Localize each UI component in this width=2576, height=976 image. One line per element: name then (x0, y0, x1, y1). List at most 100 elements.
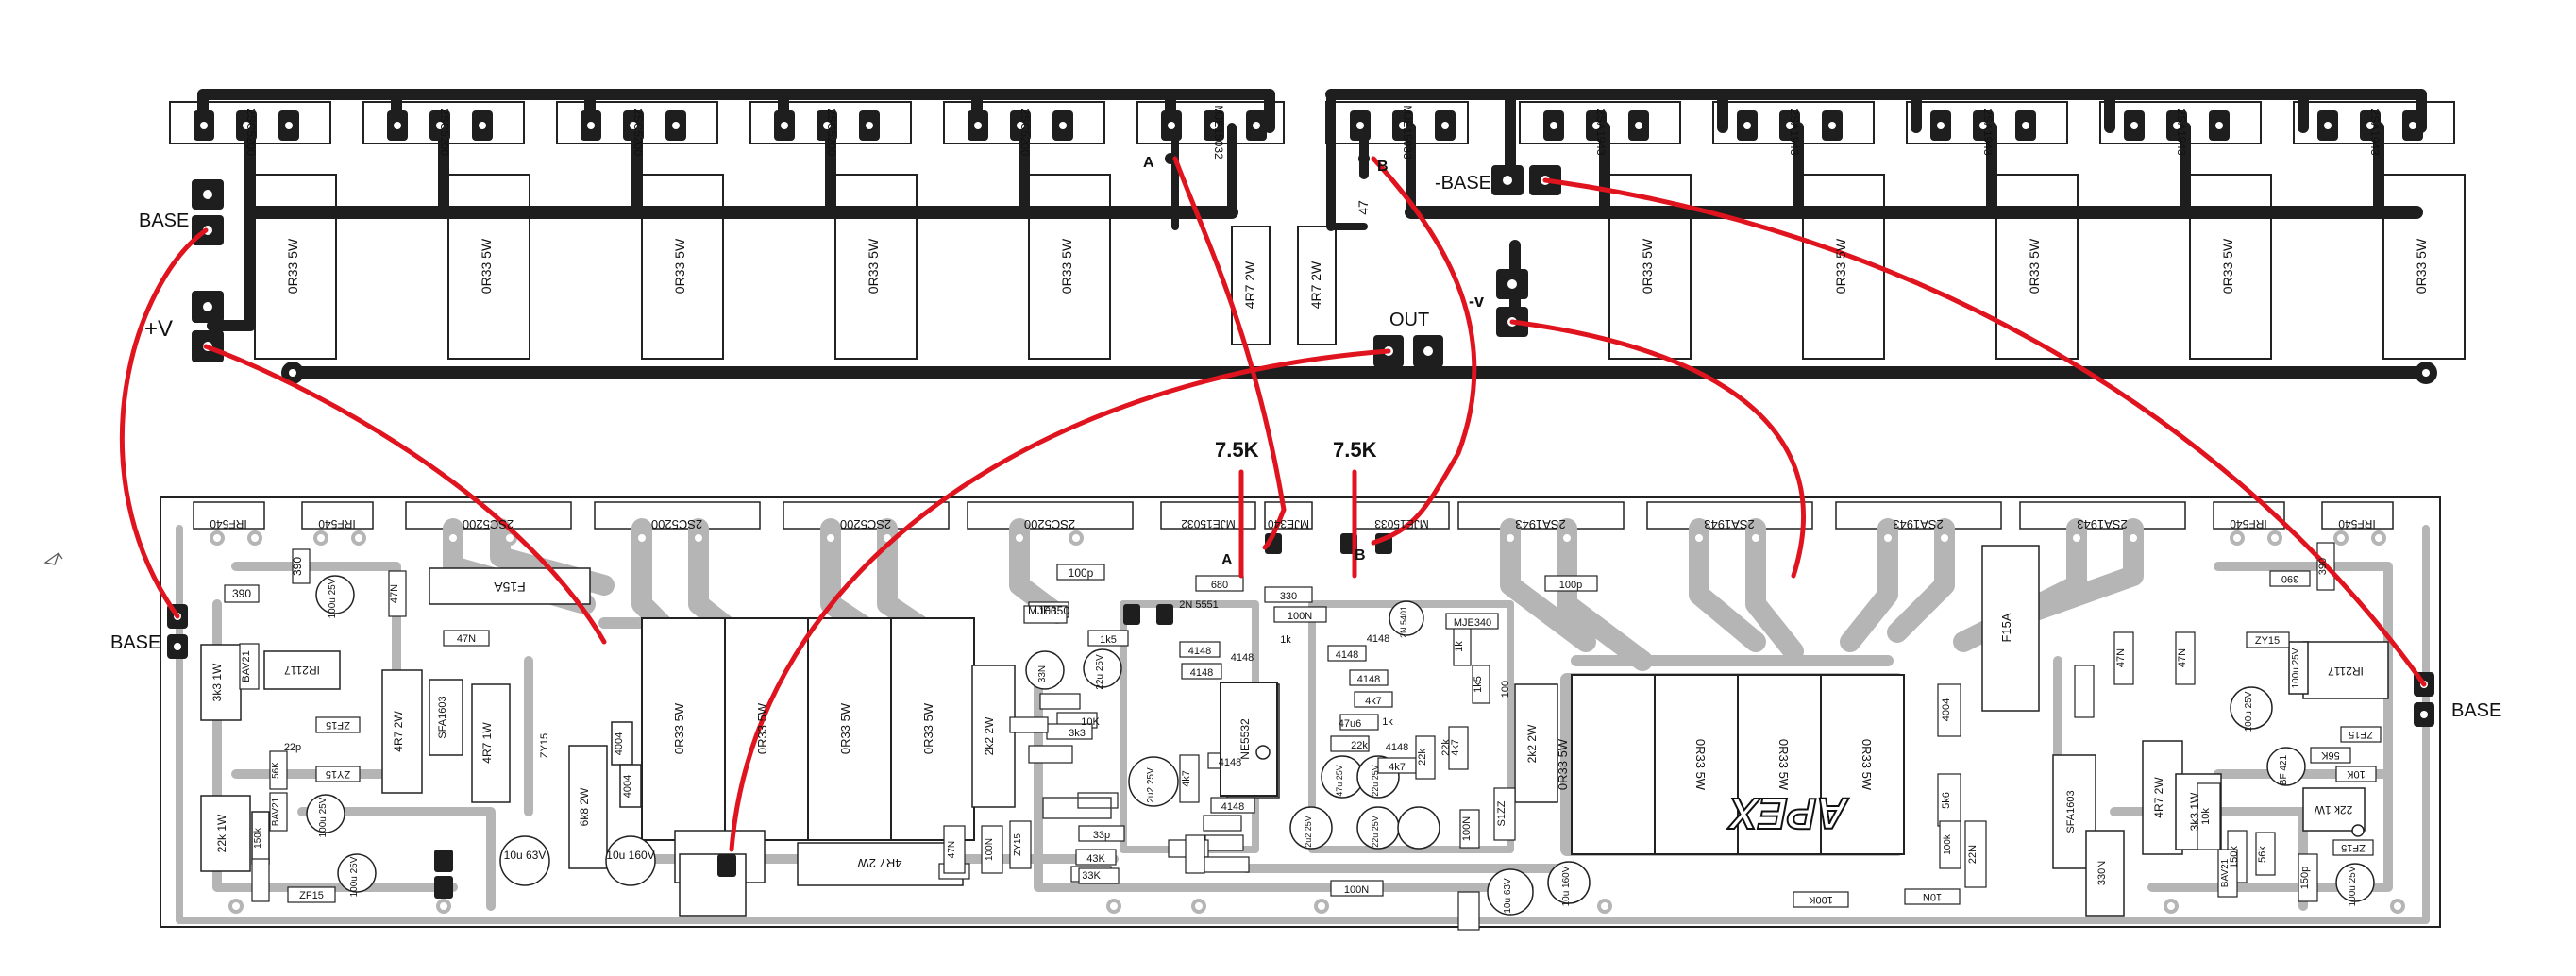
hs-resistor-3: 0R33 5W (672, 238, 687, 294)
mb-right-resistor-2: 0R33 5W (1776, 739, 1791, 791)
mb-comp-l-24: ZY15 (539, 733, 550, 758)
mb-comp-c-4: 1k5 (1100, 634, 1117, 646)
hs-small-resistor: 47 (1355, 200, 1371, 215)
hs-resistor-9: 0R33 5W (2220, 238, 2235, 294)
mb-comp-c-51: 100 (1500, 681, 1511, 698)
label-mb-b: B (1355, 547, 1366, 564)
mb-comp-l-15: 56K (271, 762, 281, 779)
hs-npn-2: 2SC5200 (438, 109, 451, 156)
mb-comp-c-44: 2u2 25V (1304, 816, 1313, 848)
mb-comp-c-52: 2k2 2W (1525, 724, 1539, 763)
mb-comp-l-21: 100u 25V (349, 856, 360, 897)
label-out: OUT (1389, 310, 1429, 330)
mb-comp-c-18: 33p (1093, 830, 1110, 841)
mb-comp-c-15: 4148 (1219, 757, 1241, 768)
mb-comp-c-10: 4148 (1190, 667, 1213, 679)
hs-npn-1: 2SC5200 (244, 109, 258, 156)
mb-comp-c-24: ZY15 (1013, 833, 1023, 856)
mb-comp-r-26: IR2117 (2328, 665, 2364, 678)
mb-comp-c-25: 680 (1211, 580, 1228, 591)
mb-comp-c-6: 10K (1081, 716, 1100, 728)
mb-top-label-11: 2SA1943 (1893, 517, 1944, 531)
mb-comp-r-21: 56K (2321, 749, 2340, 761)
mb-comp-l-26: 4004 (622, 775, 633, 798)
mb-comp-c-14: 4k7 (1181, 770, 1192, 787)
mb-comp-c-48: MJE340 (1454, 617, 1491, 629)
mb-comp-r-4: 4R7 2W (2152, 777, 2165, 818)
mb-comp-r-12: ZY15 (2255, 635, 2280, 647)
mb-comp-l-22: 10u 63V (504, 849, 547, 862)
mb-comp-r-17: BAV21 (2220, 858, 2231, 887)
mb-top-label-6: MJE15032 (1181, 517, 1236, 530)
mb-comp-r-23: 22k 1W (2314, 803, 2352, 816)
hs-pnp-4: 2SA1943 (2175, 109, 2188, 156)
hs-pnp-3: 2SA1943 (1981, 109, 1995, 156)
mb-comp-c-56: 22k (1440, 739, 1452, 756)
mb-comp-c-27: 100N (1288, 611, 1312, 622)
mb-top-label-5: 2SC5200 (1024, 517, 1075, 531)
mb-comp-l-13: ZY15 (326, 768, 350, 780)
mb-comp-l-6: 47N (389, 584, 400, 603)
mb-comp-c-23: 100N (985, 838, 995, 861)
label-minus-base: -BASE (1435, 173, 1491, 194)
mb-right-resistor-0: 0R33 5W (1556, 738, 1570, 790)
mb-comp-r-20: BF 421 (2279, 754, 2289, 785)
mb-right-resistor-3: 0R33 5W (1860, 739, 1874, 791)
mb-top-label-0: IRF540 (210, 517, 247, 530)
mb-comp-l-9: SFA1603 (437, 696, 448, 738)
mb-comp-c-1: MJE350 (1028, 604, 1069, 617)
hs-base-resistor-1: 4R7 2W (1242, 261, 1257, 309)
mb-comp-r-19: 100u 25V (2348, 866, 2358, 906)
ne5532-opamp (1220, 682, 1278, 797)
mb-comp-c-41: 22k (1417, 749, 1428, 766)
mb-top-label-2: 2SC5200 (463, 517, 514, 531)
hs-npn-4: 2SC5200 (825, 109, 838, 156)
label-base-top-left: BASE (139, 210, 189, 231)
mb-comp-c-38: 2N 5401 (1399, 606, 1408, 638)
hs-pnp-1: 2SA1943 (1594, 109, 1608, 156)
hs-pnp-2: 2SA1943 (1788, 109, 1801, 156)
mb-comp-r-16: 56k (2257, 846, 2268, 863)
mb-comp-l-5: 100u 25V (328, 578, 338, 618)
mb-comp-c-49: 100p (1559, 580, 1582, 591)
label-plus-v: +V (144, 316, 173, 342)
mb-comp-c-20: 33K (1082, 870, 1101, 882)
mb-comp-l-25: 4004 (614, 732, 625, 755)
label-hs-a: A (1143, 155, 1154, 171)
mb-top-label-10: 2SA1943 (1704, 517, 1755, 531)
cursor-icon (43, 551, 63, 565)
mb-top-label-14: IRF540 (2338, 517, 2376, 530)
mb-comp-l-0: 3k3 1W (210, 663, 224, 701)
mb-comp-c-36: 22u 25V (1371, 765, 1380, 797)
mb-comp-c-12: 2k2 2W (983, 716, 996, 755)
mb-comp-l-2: BAV21 (241, 650, 252, 682)
mb-comp-c-46: 100N (1344, 884, 1369, 896)
mb-center-resistor-1: 0R33 5W (755, 702, 769, 754)
mb-comp-r-8: 22N (1967, 845, 1978, 864)
mb-comp-c-11: 4148 (1231, 652, 1254, 664)
mb-comp-c-26: 330 (1280, 591, 1297, 602)
mb-center-resistor-2: 0R33 5W (838, 702, 852, 754)
hs-pnp-5: 2SA1943 (2368, 109, 2382, 156)
mb-comp-l-20: ZF15 (299, 890, 324, 901)
mb-top-label-3: 2SC5200 (651, 517, 702, 531)
mb-comp-r-10: 47N (2115, 648, 2127, 667)
hs-resistor-10: 0R33 5W (2414, 238, 2429, 294)
mb-center-resistor-3: 0R33 5W (921, 702, 935, 754)
mb-comp-c-7: 3k3 (1069, 728, 1086, 739)
hs-resistor-5: 0R33 5W (1059, 238, 1074, 294)
mb-comp-c-45: 100N (1461, 816, 1473, 841)
mb-comp-c-31: 4k7 (1365, 696, 1382, 707)
mb-comp-c-16: 4148 (1221, 801, 1244, 813)
mb-comp-c-53: S1ZZ (1496, 800, 1507, 826)
heatsink-board (169, 89, 2466, 384)
mb-comp-r-9: 330N (2096, 861, 2108, 885)
mb-comp-r-27: ZF15 (2349, 729, 2373, 740)
mb-comp-l-19: 100u 25V (318, 797, 328, 837)
mb-comp-c-9: 4148 (1188, 646, 1211, 657)
mb-comp-r-24: ZF15 (2341, 842, 2366, 853)
mb-comp-c-35: 4k7 (1389, 762, 1406, 773)
mb-comp-c-28: 1k (1280, 634, 1291, 646)
mb-comp-c-5: 33N (1037, 665, 1048, 682)
